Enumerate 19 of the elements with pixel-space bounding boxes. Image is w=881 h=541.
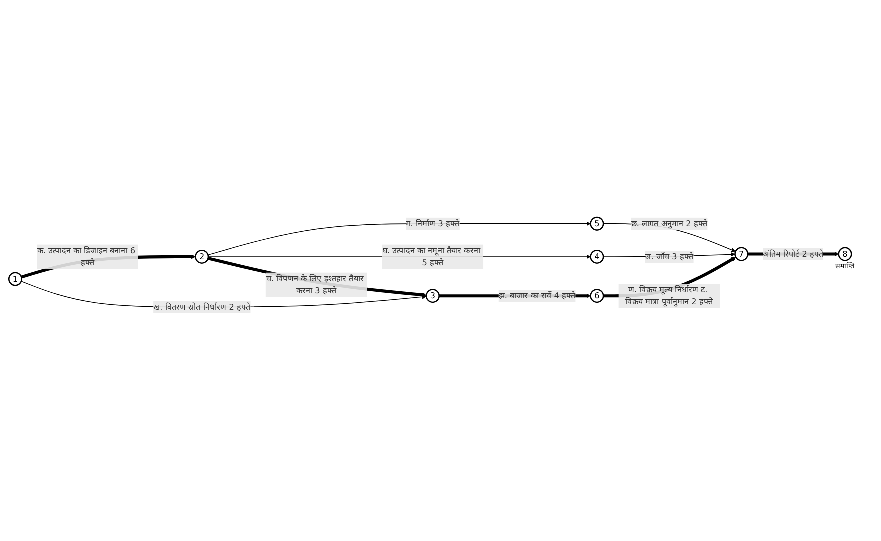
node-circle <box>590 289 604 304</box>
edge-label: क. उत्पादन का डिजाइन बनाना 6 हफ्ते <box>37 246 136 268</box>
edge-label: ण. विक्रय मूल्य निर्धारण ट. विक्रय मात्रा पूर्वानुमान 2 हफ्ते <box>626 284 714 307</box>
node-circle <box>426 289 440 304</box>
edge-label: घ. उत्पादन का नमूना तैयार करना 5 हफ्ते <box>382 246 480 268</box>
node-circle <box>8 272 22 286</box>
edge-label: अंतिम रिपोर्ट 2 हफ्ते <box>763 249 824 259</box>
arrow <box>208 256 427 298</box>
edge-label: छ. लागत अनुमान 2 हफ्ते <box>631 218 708 228</box>
edge-label: च. विपणन के लिए इश्तहार तैयार करना 3 हफ्ते <box>266 274 364 296</box>
node-circle <box>734 247 749 262</box>
edge-label: झ. बाजार का सर्वे 4 हफ्ते <box>498 291 576 301</box>
edge-label: ग. निर्माण 3 हफ्ते <box>406 218 460 228</box>
node-circle <box>590 250 604 264</box>
node-circle <box>838 247 852 262</box>
node-circle <box>590 216 604 231</box>
edge-label: ज. जाँच 3 हफ्ते <box>645 252 694 262</box>
edge-label: ख. वितरण स्रोत निर्धारण 2 हफ्ते <box>154 302 251 312</box>
node-circle <box>195 250 210 264</box>
